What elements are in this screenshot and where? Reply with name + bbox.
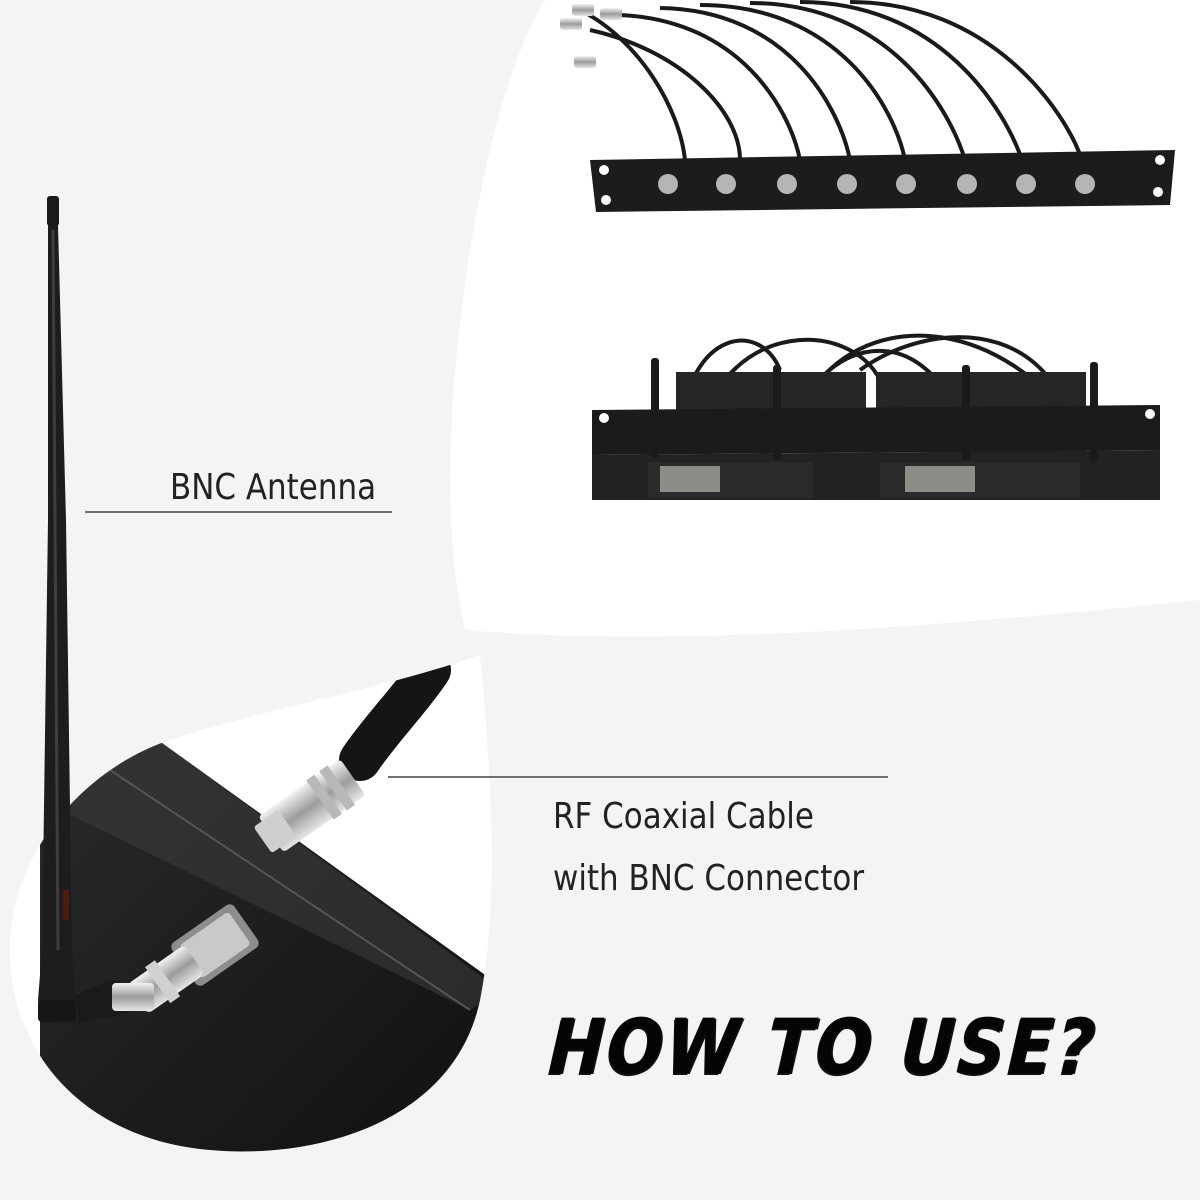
bnc-antenna-image — [38, 196, 154, 1022]
coax-cable-label-line2: with BNC Connector — [553, 858, 865, 899]
coax-cable-label: RF Coaxial Cable with BNC Connector — [553, 786, 864, 910]
coax-cable-label-line1: RF Coaxial Cable — [553, 796, 814, 837]
antenna-distribution-rack-image — [560, 0, 1175, 212]
how-to-use-headline: HOW TO USE? — [546, 1002, 1101, 1091]
bnc-connector-closeup-image — [40, 655, 492, 1152]
bnc-antenna-label: BNC Antenna — [170, 467, 377, 508]
wireless-receivers-rack-image — [592, 333, 1160, 500]
